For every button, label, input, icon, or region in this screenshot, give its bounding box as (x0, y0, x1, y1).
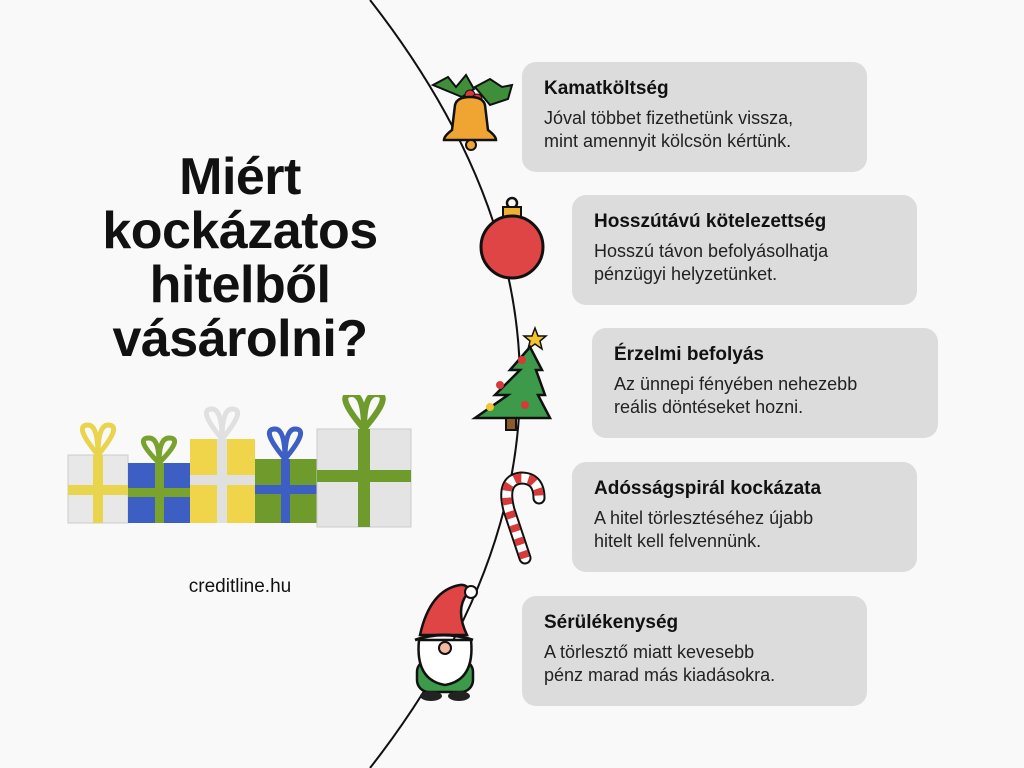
title-line: Miért (179, 148, 301, 206)
bell-holly-icon (430, 73, 514, 151)
gnome-icon (414, 583, 478, 701)
card-title: Adósságspirál kockázata (594, 478, 822, 499)
ornament-icon (479, 196, 545, 280)
christmas-tree-icon (471, 325, 553, 431)
card-line: reális döntéseket hozni. (614, 397, 804, 417)
title-line: hitelből (149, 256, 331, 314)
card-title: Kamatköltség (544, 78, 669, 99)
card-line: hitelt kell felvennünk. (594, 531, 762, 551)
card-description: Hosszú távon befolyásolhatja pénzügyi hel… (594, 240, 895, 286)
title-line: vásárolni? (112, 310, 368, 368)
card-description: A törlesztő miatt kevesebb pénz marad más… (544, 641, 845, 687)
gift-boxes-icon (67, 395, 412, 528)
card-title: Sérülékenység (544, 612, 679, 633)
title-line: kockázatos (102, 202, 378, 260)
card-description: Jóval többet fizethetünk vissza, mint ame… (544, 107, 845, 153)
website-label: creditline.hu (188, 576, 292, 597)
card-line: pénzügyi helyzetünket. (594, 264, 778, 284)
page-title: Miért kockázatos hitelből vásárolni? (40, 150, 440, 366)
card-line: mint amennyit kölcsön kértünk. (544, 131, 792, 151)
risk-card-vulnerability: Sérülékenység A törlesztő miatt kevesebb… (522, 596, 867, 706)
card-description: Az ünnepi fényében nehezebb reális döntés… (614, 373, 916, 419)
card-title: Hosszútávú kötelezettség (594, 211, 827, 232)
card-line: A törlesztő miatt kevesebb (544, 642, 755, 662)
candy-cane-icon (500, 471, 546, 565)
risk-card-debt-spiral: Adósságspirál kockázata A hitel törleszt… (572, 462, 917, 572)
risk-card-long-term-commitment: Hosszútávú kötelezettség Hosszú távon be… (572, 195, 917, 305)
risk-card-emotional-influence: Érzelmi befolyás Az ünnepi fényében nehe… (592, 328, 938, 438)
card-description: A hitel törlesztéséhez újabb hitelt kell … (594, 507, 895, 553)
card-line: pénz marad más kiadásokra. (544, 665, 776, 685)
card-line: A hitel törlesztéséhez újabb (594, 508, 814, 528)
card-line: Jóval többet fizethetünk vissza, (544, 108, 794, 128)
risk-card-interest-cost: Kamatköltség Jóval többet fizethetünk vi… (522, 62, 867, 172)
card-title: Érzelmi befolyás (614, 344, 764, 365)
card-line: Hosszú távon befolyásolhatja (594, 241, 829, 261)
card-line: Az ünnepi fényében nehezebb (614, 374, 858, 394)
